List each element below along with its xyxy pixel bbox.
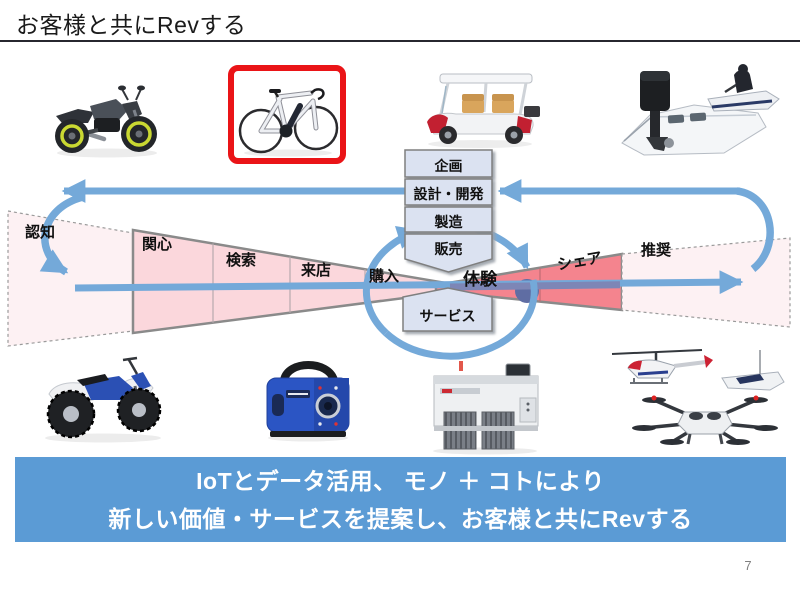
customer-flow-line	[74, 270, 744, 295]
page-number: 7	[744, 558, 752, 573]
process-label-design: 設計・開発	[413, 186, 484, 202]
motorcycle-tank	[90, 99, 128, 121]
motorcycle-image	[42, 66, 172, 166]
drone-helicopter-image	[610, 338, 790, 455]
generator-handle	[280, 361, 338, 382]
process-box-service	[402, 287, 493, 332]
surface-mounter-image	[420, 360, 550, 460]
stage-interest: 関心	[142, 236, 173, 253]
cycle-ring-arc-bottom	[383, 279, 538, 360]
banner-line-2: 新しい価値・サービスを提案し、お客様と共にRevする	[108, 505, 693, 532]
stage-awareness: 認知	[25, 224, 56, 241]
golf-car-image	[418, 70, 543, 155]
golfcar-seat	[462, 100, 484, 113]
highlight-red-frame	[228, 65, 346, 164]
stage-store-visit: 来店	[301, 262, 332, 279]
process-box-sales	[404, 233, 493, 273]
generator-image	[262, 350, 354, 447]
process-box-design	[404, 178, 493, 206]
motorcycle-rear-wheel	[60, 124, 84, 148]
process-label-manufacture: 製造	[434, 214, 463, 230]
process-box-plan	[404, 149, 493, 178]
key-message-banner: IoTとデータ活用、 モノ ＋ コトにより 新しい価値・サービスを提案し、お客様…	[15, 457, 786, 542]
process-label-plan: 企画	[434, 158, 463, 174]
stage-search: 検索	[226, 252, 257, 269]
process-label-sales: 販売	[434, 241, 463, 257]
boat-hull	[621, 104, 767, 156]
jetski-rider	[734, 69, 753, 93]
marine-products-image	[616, 55, 791, 165]
stage-purchase: 購入	[369, 268, 400, 285]
banner-line-1: IoTとデータ活用、 モノ ＋ コトにより	[196, 467, 605, 494]
left-uturn-arc	[39, 193, 85, 276]
process-label-service: サービス	[419, 308, 476, 324]
bicycle-battery	[287, 103, 303, 128]
motorcycle-front-wheel	[126, 121, 152, 147]
golfcar-seat-2	[492, 100, 514, 113]
drone-body	[677, 411, 733, 435]
page-title: お客様と共にRevする	[16, 12, 247, 38]
right-uturn-arc	[736, 187, 774, 272]
golfcar-cargo	[524, 106, 540, 117]
title-underline	[0, 40, 800, 42]
stage-recommend: 推奨	[641, 242, 672, 259]
golfcar-roof	[439, 73, 533, 84]
atv-seat	[77, 374, 109, 386]
stage-experience: 体験	[463, 270, 497, 289]
motorcycle-tail	[56, 109, 94, 123]
cycle-ring-arc-left	[362, 226, 422, 336]
bicycle-drive-unit	[279, 124, 293, 138]
electric-bicycle-image	[238, 88, 339, 157]
process-box-manufacture	[404, 206, 493, 233]
atv-image	[33, 346, 173, 451]
